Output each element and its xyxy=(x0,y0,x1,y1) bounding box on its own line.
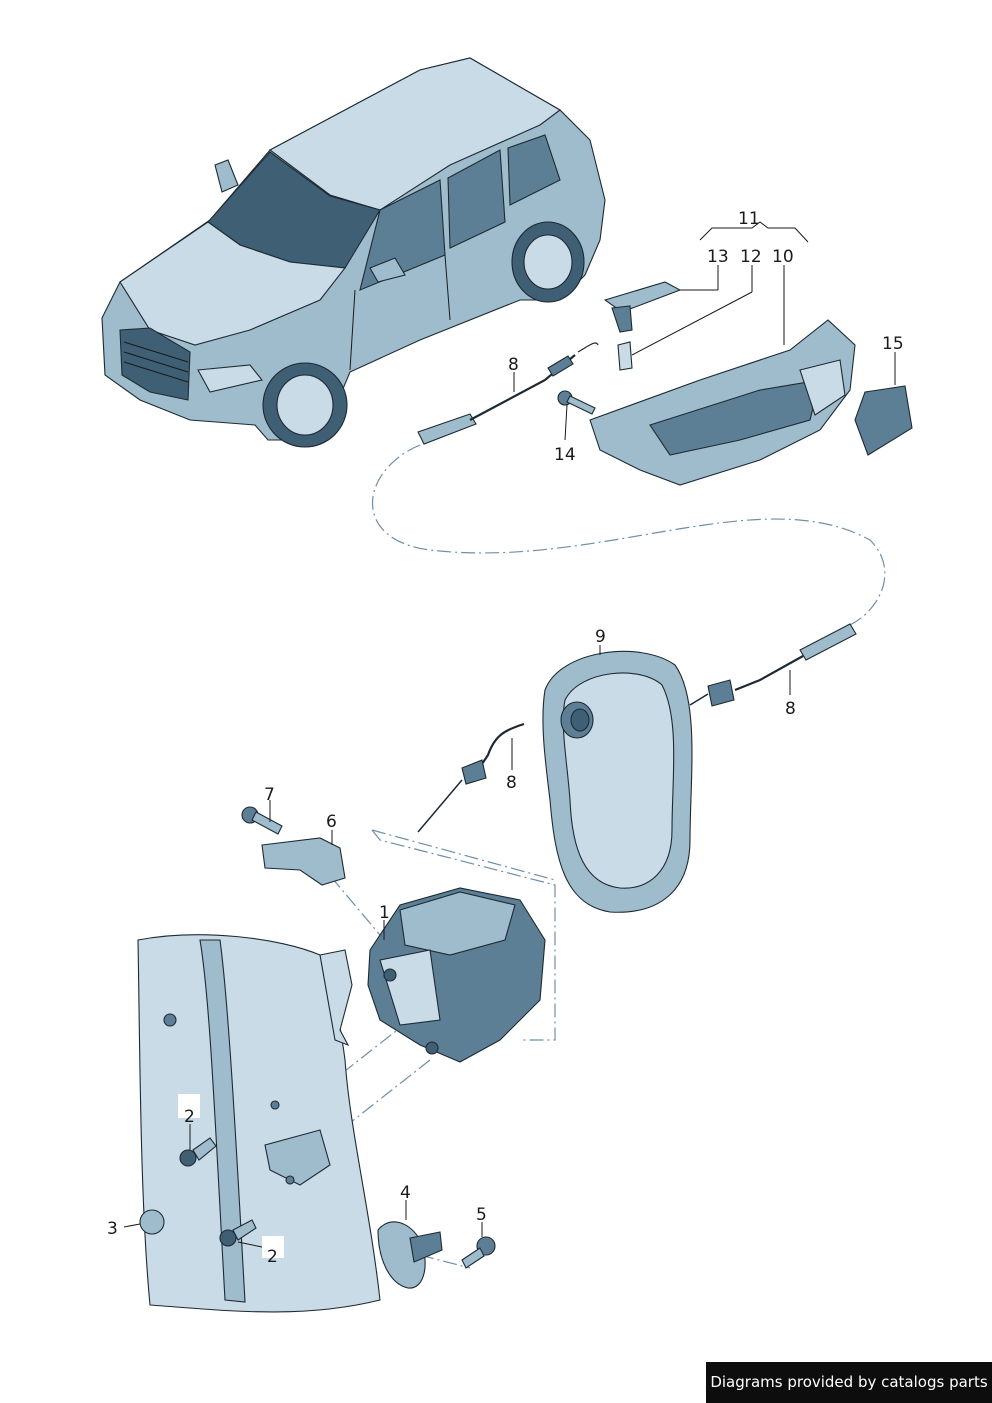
callout-2-lower: 2 xyxy=(267,1247,278,1267)
callout-8-upper: 8 xyxy=(508,355,519,375)
callout-5: 5 xyxy=(476,1205,487,1225)
callout-2-upper: 2 xyxy=(184,1107,195,1127)
callout-14: 14 xyxy=(554,445,576,465)
callout-4: 4 xyxy=(400,1183,411,1203)
group-bracket-11 xyxy=(699,221,809,243)
vehicle-illustration xyxy=(101,57,606,448)
callout-8-left: 8 xyxy=(506,773,517,793)
callouts: 11 13 12 10 15 8 14 9 8 8 7 6 1 2 2 3 4 … xyxy=(107,209,904,1267)
part-15-switch xyxy=(854,385,913,456)
callout-3: 3 xyxy=(107,1219,118,1239)
callout-1: 1 xyxy=(379,903,390,923)
part-2-label-bg-lower xyxy=(262,1236,284,1258)
callout-12: 12 xyxy=(740,247,762,267)
part-8-cable-right xyxy=(689,623,857,707)
callout-8-right: 8 xyxy=(785,699,796,719)
callout-13: 13 xyxy=(707,247,729,267)
callout-15: 15 xyxy=(882,334,904,354)
callout-6: 6 xyxy=(326,812,337,832)
part-8-cable-left xyxy=(417,722,525,833)
part-3-cap xyxy=(139,1209,165,1235)
callout-9: 9 xyxy=(595,627,606,647)
part-8-cable-upper xyxy=(417,342,599,445)
callout-10: 10 xyxy=(772,247,794,267)
part-12-pin xyxy=(617,341,633,371)
part-2-label-bg-upper xyxy=(178,1094,200,1118)
callout-11: 11 xyxy=(738,209,760,229)
part-2-bolt-lower xyxy=(219,1219,257,1247)
part-4-striker xyxy=(377,1221,443,1289)
door-panel xyxy=(137,934,381,1313)
part-9-housing xyxy=(542,650,693,913)
credit-banner: Diagrams provided by catalogs parts xyxy=(706,1362,992,1403)
grille-bars xyxy=(123,341,189,383)
part-14-screw xyxy=(557,390,596,415)
callout-7: 7 xyxy=(264,785,275,805)
part-2-bolt-upper xyxy=(179,1137,217,1167)
part-7-bolt xyxy=(241,806,283,835)
part-1-lock-actuator xyxy=(367,887,546,1063)
part-10-inner-handle xyxy=(589,319,856,486)
part-6-bracket xyxy=(261,837,346,886)
part-5-screw xyxy=(461,1236,496,1269)
leader-lines xyxy=(123,265,896,1248)
